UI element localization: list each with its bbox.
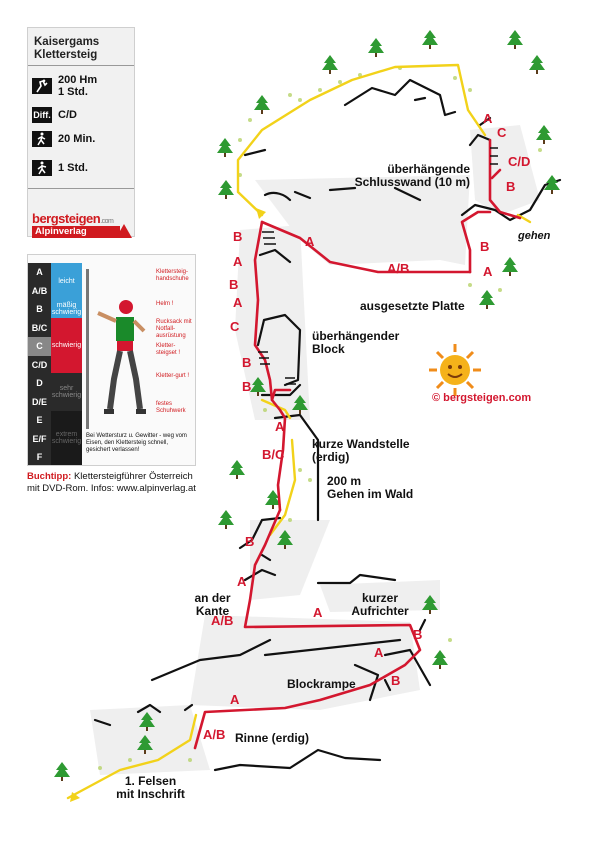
grade-marker: A (305, 234, 315, 249)
grade-marker: A (233, 295, 243, 310)
grade-marker: A/B (203, 727, 226, 742)
grade-A-B: A/B (28, 281, 51, 300)
label-schlusswand: überhängende Schlusswand (10 m) (354, 162, 470, 189)
grade-E: E (28, 411, 51, 430)
difficulty-row: Diff. C/D (32, 107, 77, 123)
ferrata-route (193, 138, 522, 750)
sun-logo-icon (429, 344, 481, 396)
grade-marker: B (506, 179, 516, 194)
bergsteigen-logo: bergsteigen.com (32, 211, 114, 226)
difficulty-value: C/D (58, 109, 77, 121)
trail-arrow-top (256, 208, 266, 219)
label-gehen: gehen (518, 230, 551, 242)
grade-marker: B (229, 277, 239, 292)
level-sehr-schwierig: sehr schwierig (51, 373, 82, 411)
grade-C-D: C/D (28, 355, 51, 374)
label-kante: an der Kante (194, 591, 231, 618)
note-klettergurt: Kletter-gurt ! (156, 373, 190, 379)
hiker-approach-icon (32, 131, 52, 147)
grade-marker: B (413, 627, 423, 642)
ladder-rungs (258, 147, 498, 385)
grade-marker: A/B (211, 613, 234, 628)
grade-E-F: E/F (28, 429, 51, 448)
climb-time-value: 1 Std. (58, 86, 88, 98)
grade-marker: A/B (387, 261, 410, 276)
difficulty-scale-card: A A/B B B/C C C/D D D/E E E/F F leicht m… (27, 254, 196, 466)
grade-D-E: D/E (28, 392, 51, 411)
note-handschuhe: Klettersteig-handschuhe (156, 269, 189, 282)
label-blockrampe: Blockrampe (287, 677, 356, 691)
grade-marker: A (313, 605, 323, 620)
route-title: Kaisergams Klettersteig (34, 36, 100, 61)
copyright-label: © bergsteigen.com (432, 392, 532, 404)
grade-marker: C (497, 125, 507, 140)
level-maessig: mäßig schwierig (51, 300, 82, 318)
grade-marker: B/C (262, 447, 285, 462)
climber-ascent-icon (32, 78, 52, 94)
grade-marker: B (391, 673, 401, 688)
grade-marker: A (483, 264, 493, 279)
grade-B-C: B/C (28, 318, 51, 337)
grade-marker: A (230, 692, 240, 707)
grade-marker: B (245, 534, 255, 549)
grade-marker: B (242, 355, 252, 370)
note-schuhwerk: festes Schuhwerk (156, 401, 186, 414)
grade-A: A (28, 263, 51, 282)
level-schwierig: schwierig (51, 318, 82, 373)
label-block: überhängender Block (312, 329, 400, 356)
height-row: 200 Hm 1 Std. (32, 74, 97, 98)
descent-time-value: 1 Std. (58, 162, 88, 174)
level-leicht: leicht (51, 263, 82, 300)
grade-marker: C/D (508, 154, 531, 169)
label-aufrichter: kurzer Aufrichter (351, 591, 409, 618)
grade-marker: B (233, 229, 243, 244)
grade-marker: C (230, 319, 240, 334)
grade-B: B (28, 300, 51, 319)
grade-D: D (28, 374, 51, 393)
weather-warning: Bei Wettersturz u. Gewitter - weg vom Ei… (86, 433, 187, 453)
grade-marker: B (242, 379, 252, 394)
difficulty-icon: Diff. (32, 107, 52, 123)
approach-row: 20 Min. (32, 131, 95, 147)
grade-marker: B (480, 239, 490, 254)
label-rinne: Rinne (erdig) (235, 731, 309, 745)
grade-marker: A (483, 111, 493, 126)
grade-marker: A (275, 419, 285, 434)
grade-F: F (28, 448, 51, 465)
rock-outlines (93, 78, 562, 772)
hiker-descent-icon (32, 160, 52, 176)
grade-marker: A (374, 645, 384, 660)
approach-time-value: 20 Min. (58, 133, 96, 145)
height-value: 200 Hm (58, 74, 98, 86)
grade-C: C (28, 337, 51, 356)
trail-arrow-start (70, 792, 80, 802)
label-platte: ausgesetzte Platte (360, 299, 465, 313)
access-trail (66, 63, 532, 800)
label-wandstelle: kurze Wandstelle (erdig) (312, 437, 410, 464)
note-rucksack: Rucksack mit Notfall-ausrüstung (156, 319, 192, 339)
climber-illustration (86, 269, 146, 429)
descent-row: 1 Std. (32, 160, 88, 176)
grade-marker: A (233, 254, 243, 269)
book-tip: Buchtipp: Klettersteigführer Österreich … (27, 471, 196, 494)
alpinverlag-logo: Alpinverlag (32, 224, 132, 238)
label-wald: 200 m Gehen im Wald (327, 474, 414, 501)
note-helm: Helm ! (156, 301, 174, 307)
grade-marker: A (237, 574, 247, 589)
note-klettersteigset: Kletter-steigset ! (156, 343, 181, 356)
level-extrem: extrem schwierig (51, 411, 82, 465)
route-info-card: Kaisergams Klettersteig 200 Hm 1 Std. Di… (27, 27, 135, 238)
label-felsen: 1. Felsen mit Inschrift (116, 774, 185, 801)
forest-foliage (98, 66, 542, 770)
